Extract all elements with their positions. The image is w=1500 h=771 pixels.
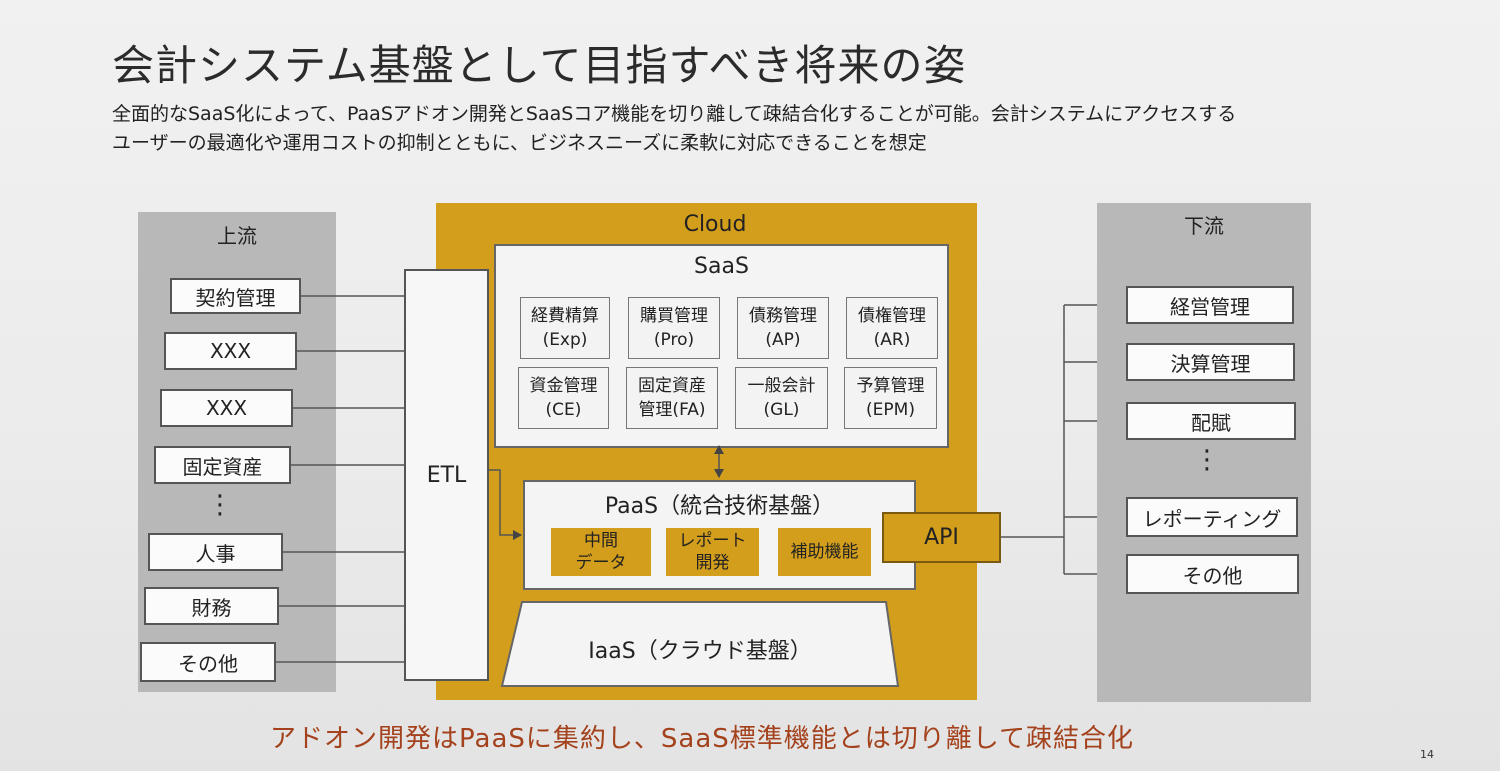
upstream-item-hr: 人事: [148, 533, 283, 571]
paas-item-line: 開発: [695, 553, 730, 573]
module-code: 管理(FA): [638, 400, 706, 420]
downstream-label: 下流: [1184, 214, 1224, 238]
page-title: 会計システム基盤として目指すべき将来の姿: [112, 41, 967, 90]
module-name: 一般会計: [747, 376, 816, 396]
upstream-item-finance: 財務: [144, 587, 279, 625]
module-name: 債務管理: [749, 306, 817, 326]
paas-item-line: データ: [575, 553, 627, 573]
upstream-item-other: その他: [140, 642, 276, 682]
description: 全面的なSaaS化によって、PaaSアドオン開発とSaaSコア機能を切り離して疎…: [112, 100, 1432, 158]
cloud-label: Cloud: [683, 212, 747, 237]
saas-module-procurement: 購買管理 (Pro): [628, 297, 720, 359]
downstream-item-reporting: レポーティング: [1126, 497, 1298, 537]
etl-box: ETL: [404, 269, 489, 681]
module-name: 債権管理: [858, 306, 926, 326]
module-code: (AR): [873, 330, 911, 350]
downstream-item-allocation: 配賦: [1126, 402, 1296, 440]
upstream-item-xxx-2: XXX: [160, 389, 293, 427]
api-box: API: [882, 512, 1001, 563]
saas-module-gl: 一般会計 (GL): [735, 367, 828, 429]
module-name: 資金管理: [529, 376, 598, 396]
module-name: 購買管理: [640, 306, 708, 326]
upstream-item-xxx-1: XXX: [164, 332, 297, 370]
module-code: (Pro): [653, 330, 695, 350]
saas-module-expense: 経費精算 (Exp): [520, 297, 610, 359]
description-line-2: ユーザーの最適化や運用コストの抑制とともに、ビジネスニーズに柔軟に対応できること…: [112, 132, 927, 154]
upstream-item-contract: 契約管理: [170, 278, 301, 314]
downstream-item-other: その他: [1126, 554, 1299, 594]
saas-module-ap: 債務管理 (AP): [737, 297, 829, 359]
module-code: (CE): [545, 400, 582, 420]
module-name: 経費精算: [531, 306, 599, 326]
paas-item-report-dev: レポート 開発: [666, 528, 759, 576]
arrow-etl-paas: [489, 469, 522, 540]
paas-label: PaaS（統合技術基盤）: [604, 494, 835, 519]
saas-module-fixed-assets: 固定資産 管理(FA): [626, 367, 718, 429]
module-code: (GL): [763, 400, 800, 420]
downstream-item-management: 経営管理: [1126, 286, 1294, 324]
page-number: 14: [1420, 748, 1434, 761]
paas-item-line: 中間: [584, 531, 618, 551]
upstream-item-fixed-assets: 固定資産: [154, 446, 291, 484]
paas-item-intermediate-data: 中間 データ: [551, 528, 651, 576]
downstream-ellipsis: ⋮: [1194, 445, 1220, 475]
paas-item-auxiliary: 補助機能: [778, 528, 871, 576]
paas-item-line: 補助機能: [790, 542, 859, 562]
paas-item-line: レポート: [678, 531, 747, 551]
upstream-label: 上流: [217, 224, 257, 248]
iaas-panel: [500, 601, 900, 687]
saas-module-budget: 予算管理 (EPM): [844, 367, 937, 429]
saas-module-cash: 資金管理 (CE): [518, 367, 609, 429]
module-name: 固定資産: [638, 376, 706, 396]
module-code: (EPM): [866, 400, 915, 420]
iaas-label: IaaS（クラウド基盤）: [588, 639, 812, 664]
downstream-item-closing: 決算管理: [1126, 343, 1295, 381]
saas-module-ar: 債権管理 (AR): [846, 297, 938, 359]
conclusion-text: アドオン開発はPaaSに集約し、SaaS標準機能とは切り離して疎結合化: [270, 724, 1134, 754]
module-name: 予算管理: [856, 376, 925, 396]
module-code: (AP): [765, 330, 801, 350]
saas-label: SaaS: [694, 254, 749, 279]
module-code: (Exp): [542, 330, 588, 350]
description-line-1: 全面的なSaaS化によって、PaaSアドオン開発とSaaSコア機能を切り離して疎…: [112, 103, 1237, 125]
